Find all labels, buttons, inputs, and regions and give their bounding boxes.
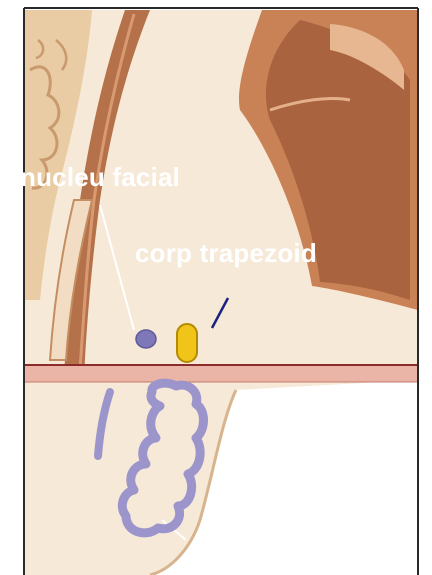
section-band xyxy=(24,365,418,382)
trapezoid-body xyxy=(177,324,197,362)
label-corp-trapezoid: corp trapezoid xyxy=(135,238,317,269)
label-nucleu-facial: nucleu facial xyxy=(20,162,180,193)
facial-nucleus xyxy=(136,330,156,348)
